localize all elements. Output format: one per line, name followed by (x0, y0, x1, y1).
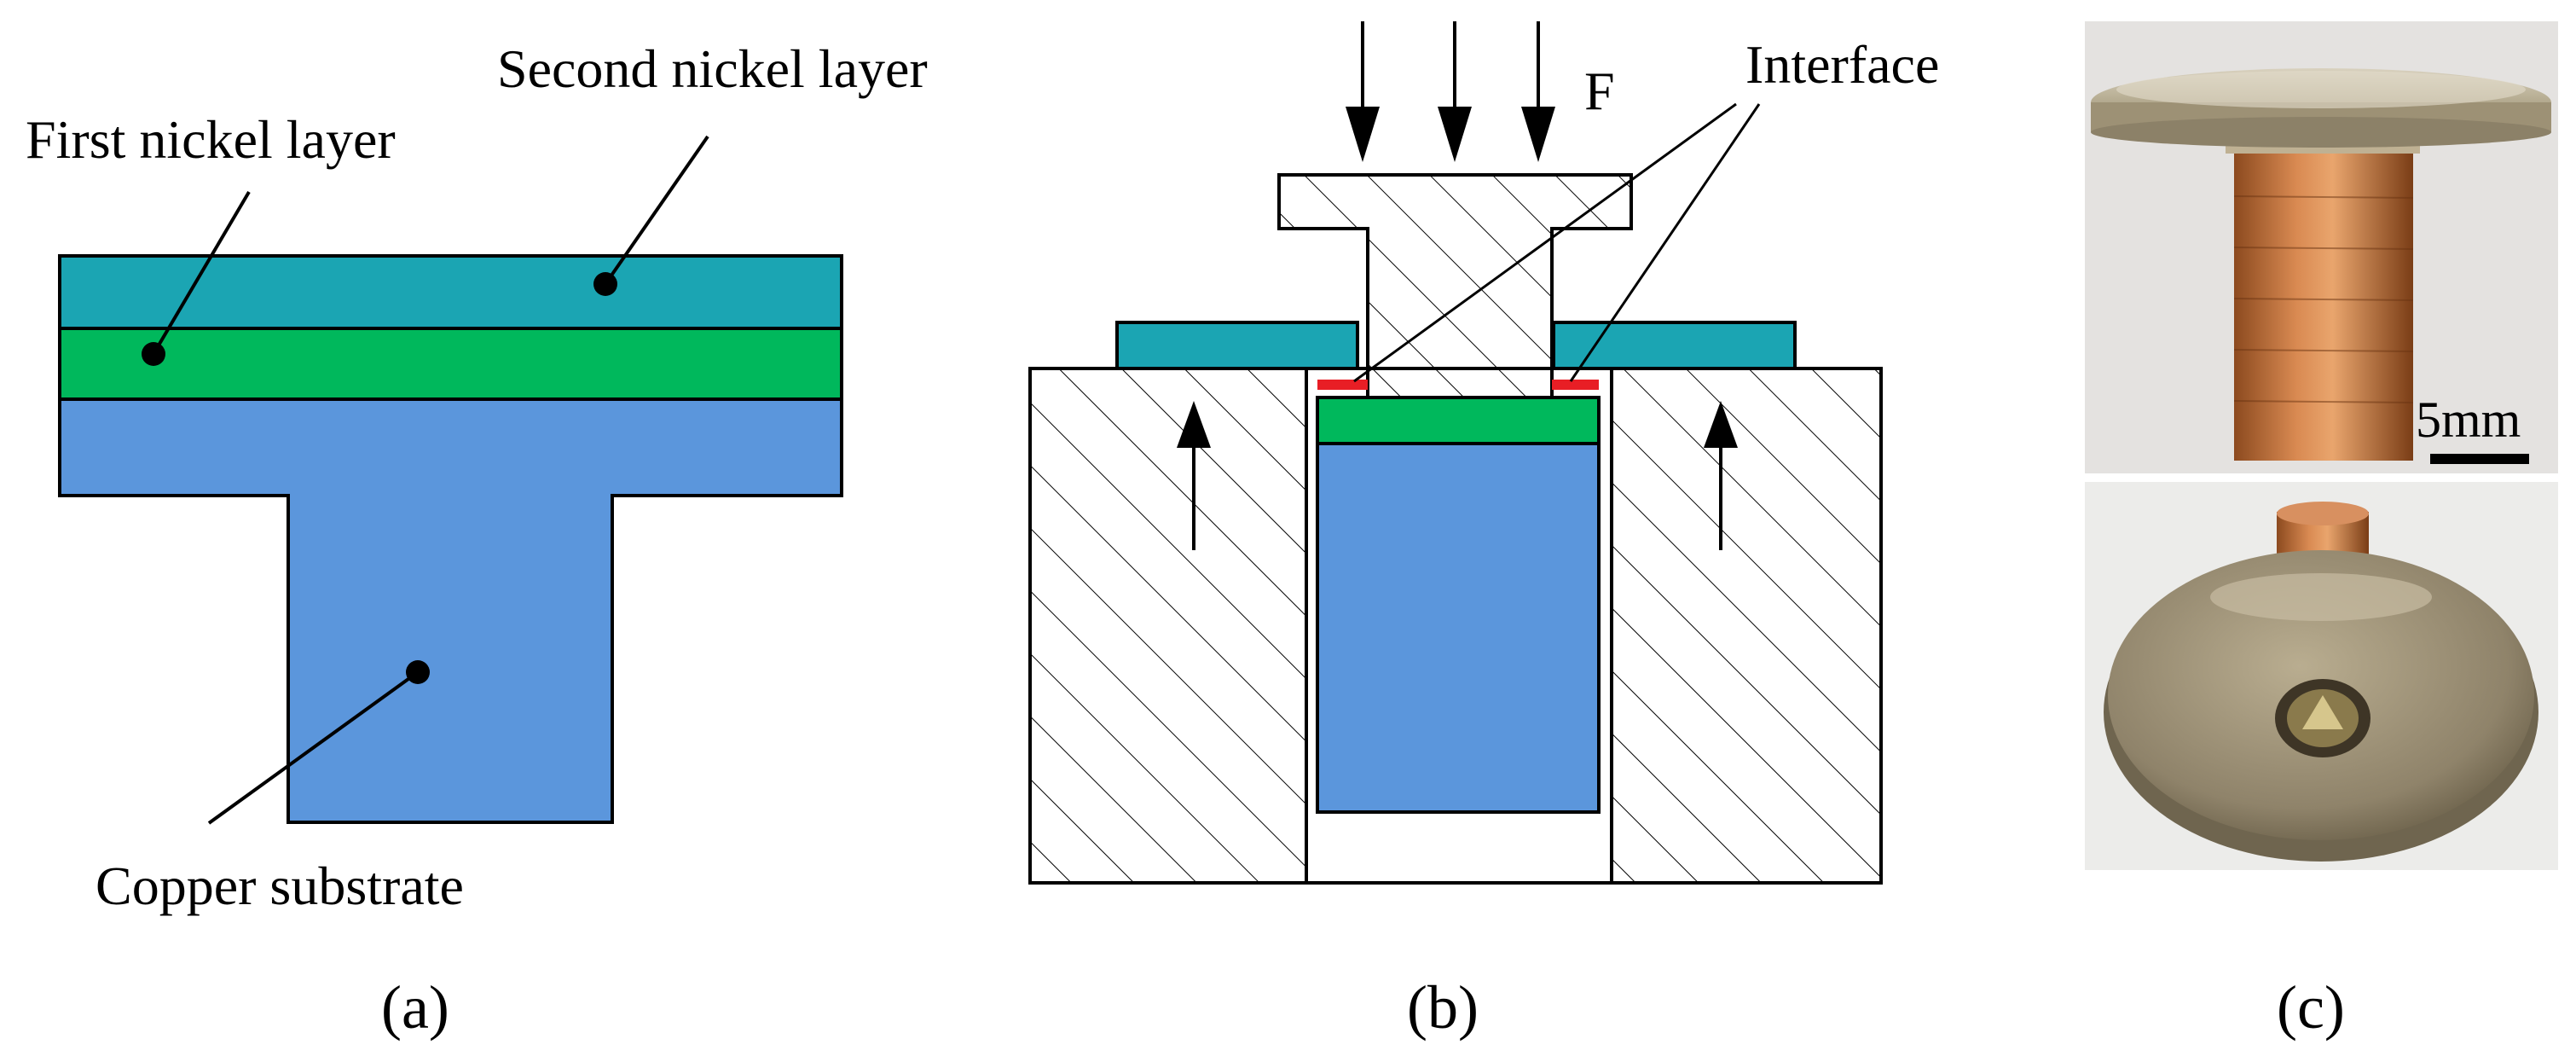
second-nickel-leader (604, 135, 709, 286)
left-die-block (1028, 367, 1308, 885)
caption-a: (a) (381, 973, 449, 1041)
second-nickel-label: Second nickel layer (497, 38, 928, 99)
specimen-photo-bottom (2085, 482, 2558, 870)
panel-b: F Interface (b) (1028, 21, 1939, 1041)
first-nickel-layer-shape (58, 327, 843, 401)
force-arrows (1346, 21, 1555, 162)
second-nickel-layer-shape (58, 254, 843, 330)
right-nickel-ring (1552, 321, 1797, 370)
specimen-photo-side (2085, 21, 2558, 473)
upward-arrows (1177, 401, 1738, 550)
specimen-first-nickel (1316, 396, 1601, 445)
first-nickel-leader (152, 190, 251, 356)
interface-leader-left (1353, 102, 1737, 383)
panel-c: 5mm (c) (2085, 21, 2558, 1041)
specimen-copper (1316, 442, 1601, 814)
interface-leader-right (1569, 103, 1761, 382)
punch-outline (1277, 173, 1633, 399)
first-nickel-dot (142, 342, 165, 366)
copper-dot (406, 660, 430, 684)
caption-c: (c) (2277, 973, 2345, 1041)
panel-a: Second nickel layer First nickel layer C… (26, 38, 928, 1041)
copper-substrate-shape (58, 397, 843, 824)
copper-substrate-label: Copper substrate (96, 856, 464, 916)
caption-b: (b) (1407, 973, 1479, 1041)
scale-bar-label: 5mm (2416, 392, 2521, 448)
second-nickel-dot (593, 272, 617, 296)
first-nickel-label: First nickel layer (26, 109, 396, 170)
left-nickel-ring (1115, 321, 1359, 370)
interface-label: Interface (1745, 34, 1939, 95)
copper-leader (207, 670, 420, 825)
right-die-block (1610, 367, 1883, 885)
force-label: F (1584, 61, 1615, 121)
